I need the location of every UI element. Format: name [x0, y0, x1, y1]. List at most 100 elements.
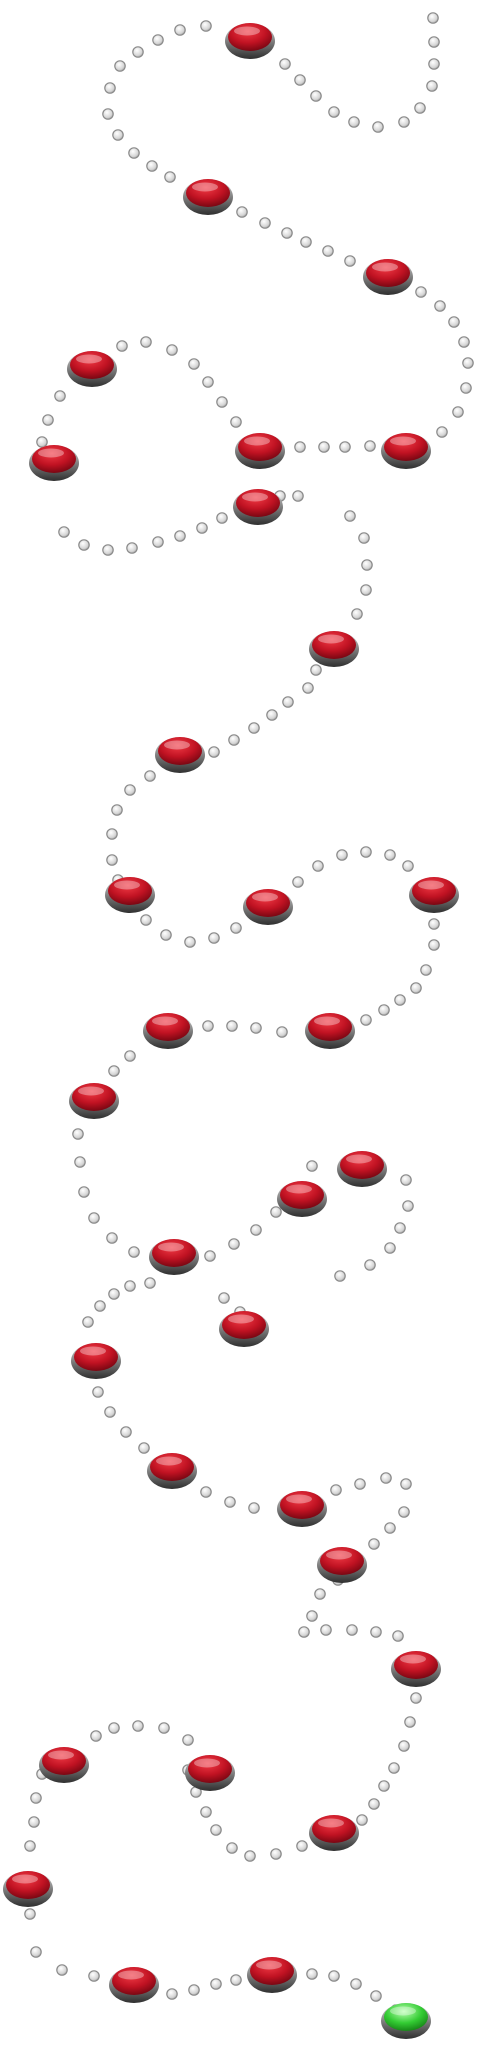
red-level-button-icon — [146, 1013, 190, 1041]
path-dot-icon — [30, 1946, 42, 1958]
level-button-7[interactable] — [29, 445, 79, 481]
path-dot-icon — [210, 1978, 222, 1990]
path-dot-icon — [146, 160, 158, 172]
level-button-30[interactable] — [109, 1967, 159, 2003]
level-button-31[interactable] — [247, 1957, 297, 1993]
path-dot-icon — [124, 784, 136, 796]
path-dot-icon — [400, 1174, 412, 1186]
level-button-16[interactable] — [69, 1083, 119, 1119]
path-dot-icon — [270, 1848, 282, 1860]
level-button-current[interactable] — [381, 2003, 431, 2039]
level-button-13[interactable] — [409, 877, 459, 913]
path-dot-icon — [410, 1692, 422, 1704]
path-dot-icon — [462, 357, 474, 369]
path-dot-icon — [106, 1232, 118, 1244]
path-dot-icon — [294, 74, 306, 86]
level-button-3[interactable] — [363, 259, 413, 295]
path-dot-icon — [158, 1722, 170, 1734]
level-button-15[interactable] — [305, 1013, 355, 1049]
path-dot-icon — [226, 1020, 238, 1032]
path-dot-icon — [410, 982, 422, 994]
button-highlight — [234, 26, 260, 36]
button-highlight — [418, 880, 444, 890]
red-level-button-icon — [384, 433, 428, 461]
path-dot-icon — [296, 1840, 308, 1852]
level-button-14[interactable] — [143, 1013, 193, 1049]
path-dot-icon — [228, 734, 240, 746]
path-dot-icon — [124, 1050, 136, 1062]
red-level-button-icon — [366, 259, 410, 287]
path-dot-icon — [36, 436, 48, 448]
level-button-27[interactable] — [185, 1755, 235, 1791]
path-dot-icon — [152, 536, 164, 548]
path-dot-icon — [348, 116, 360, 128]
path-dot-icon — [58, 526, 70, 538]
path-dot-icon — [24, 1908, 36, 1920]
path-dot-icon — [184, 936, 196, 948]
level-button-18[interactable] — [277, 1181, 327, 1217]
path-dot-icon — [166, 344, 178, 356]
path-dot-icon — [202, 1020, 214, 1032]
level-button-12[interactable] — [243, 889, 293, 925]
level-button-4[interactable] — [67, 351, 117, 387]
level-button-21[interactable] — [71, 1343, 121, 1379]
red-level-button-icon — [412, 877, 456, 905]
path-dot-icon — [358, 532, 370, 544]
path-dot-icon — [306, 1610, 318, 1622]
level-button-2[interactable] — [183, 179, 233, 215]
path-dot-icon — [458, 336, 470, 348]
level-button-10[interactable] — [155, 737, 205, 773]
path-dot-icon — [398, 1740, 410, 1752]
path-dot-icon — [106, 828, 118, 840]
level-button-11[interactable] — [105, 877, 155, 913]
path-dot-icon — [74, 1156, 86, 1168]
path-dot-icon — [111, 804, 123, 816]
path-dot-icon — [228, 1238, 240, 1250]
level-button-19[interactable] — [337, 1151, 387, 1187]
path-dot-icon — [200, 1806, 212, 1818]
level-button-24[interactable] — [317, 1547, 367, 1583]
path-dot-icon — [208, 746, 220, 758]
button-highlight — [78, 1086, 104, 1096]
level-button-23[interactable] — [277, 1491, 327, 1527]
path-dot-icon — [202, 376, 214, 388]
path-dot-icon — [270, 1206, 282, 1218]
path-dot-icon — [392, 1630, 404, 1642]
path-dot-icon — [378, 1780, 390, 1792]
level-button-29[interactable] — [3, 1871, 53, 1907]
level-button-22[interactable] — [147, 1453, 197, 1489]
button-highlight — [346, 1154, 372, 1164]
path-dot-icon — [230, 416, 242, 428]
path-dot-icon — [368, 1538, 380, 1550]
path-dot-icon — [72, 1128, 84, 1140]
level-button-28[interactable] — [309, 1815, 359, 1851]
path-dot-icon — [372, 121, 384, 133]
level-button-26[interactable] — [39, 1747, 89, 1783]
red-level-button-icon — [32, 445, 76, 473]
level-button-9[interactable] — [309, 631, 359, 667]
button-highlight — [252, 892, 278, 902]
path-dot-icon — [370, 1626, 382, 1638]
path-dot-icon — [90, 1730, 102, 1742]
path-dot-icon — [460, 382, 472, 394]
path-dot-icon — [88, 1970, 100, 1982]
path-dot-icon — [328, 1970, 340, 1982]
path-dot-icon — [414, 102, 426, 114]
level-button-6[interactable] — [381, 433, 431, 469]
path-dot-icon — [166, 1988, 178, 2000]
path-dot-icon — [230, 922, 242, 934]
level-button-25[interactable] — [391, 1651, 441, 1687]
path-dot-icon — [188, 1984, 200, 1996]
path-dot-icon — [144, 1277, 156, 1289]
level-button-8[interactable] — [233, 489, 283, 525]
path-dot-icon — [368, 1798, 380, 1810]
red-level-button-icon — [188, 1755, 232, 1783]
level-button-17[interactable] — [149, 1239, 199, 1275]
level-button-1[interactable] — [225, 23, 275, 59]
level-button-20[interactable] — [219, 1311, 269, 1347]
path-dot-icon — [94, 1300, 106, 1312]
path-dot-icon — [236, 206, 248, 218]
path-dot-icon — [292, 876, 304, 888]
level-button-5[interactable] — [235, 433, 285, 469]
